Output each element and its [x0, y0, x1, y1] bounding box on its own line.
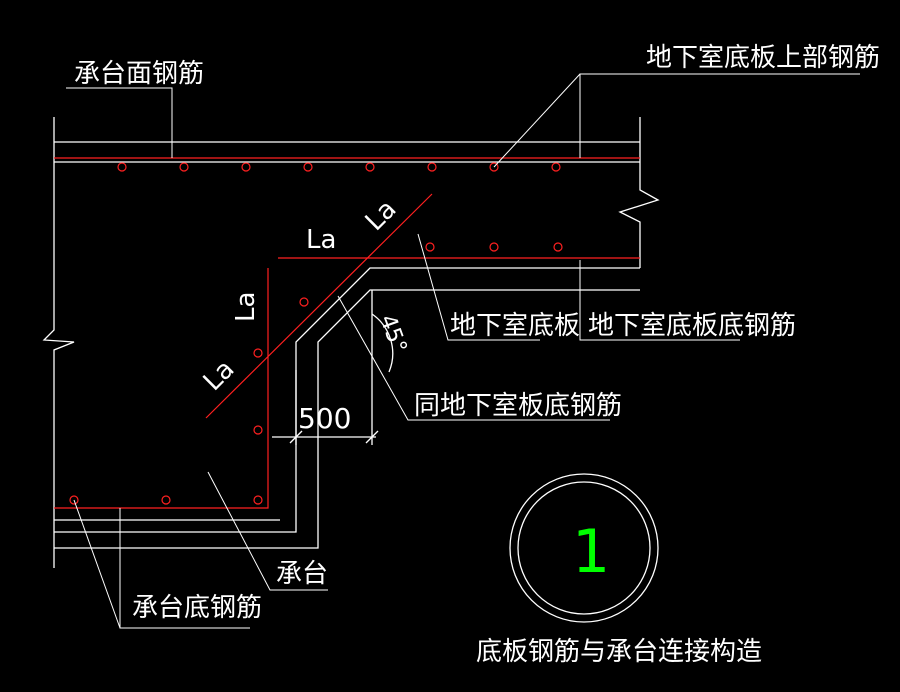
leader-cap-bottom-2 [73, 499, 121, 629]
leader-cap [207, 471, 328, 591]
detail-marker: 1 [509, 473, 659, 623]
cap-rebar-line [54, 268, 269, 509]
right-break-line [618, 117, 660, 268]
rebar-dots-cap [69, 348, 263, 505]
label-cap-bottom-rebar: 承台底钢筋 [132, 593, 262, 623]
label-slab-top-rebar: 地下室底板上部钢筋 [646, 43, 880, 73]
label-angle: 45° [374, 312, 411, 357]
diagonal-la-rebar [205, 193, 433, 419]
left-edge-line [42, 117, 75, 568]
leader-lines [66, 73, 860, 629]
leader-slab [417, 233, 540, 341]
label-pile-cap: 承台 [276, 559, 328, 589]
label-la-horizontal: La [306, 225, 336, 255]
detail-caption: 底板钢筋与承台连接构造 [476, 637, 762, 667]
label-cap-top-rebar: 承台面钢筋 [74, 59, 204, 89]
dimension-tick-left [289, 430, 303, 444]
dimension-tick-right [365, 430, 379, 444]
label-la-diagonal: La [360, 194, 403, 237]
detail-circle-outer [509, 473, 659, 623]
detail-number: 1 [572, 517, 610, 587]
rebar-dots-slab [299, 242, 563, 307]
rebar-dots-top [117, 162, 561, 172]
label-same-bottom-rebar: 同地下室板底钢筋 [414, 391, 622, 421]
leader-cap-top [66, 87, 173, 158]
label-la-vertical: La [231, 292, 261, 322]
leader-slab-top-diag [493, 73, 581, 168]
leader-slab-bottom [579, 260, 740, 341]
label-slab-bottom-rebar: 地下室底板底钢筋 [588, 311, 796, 341]
concrete-outline [42, 117, 660, 568]
slab-bottom-line-2 [54, 289, 640, 549]
slab-bottom-line-1 [54, 267, 640, 533]
text-labels: 承台面钢筋 地下室底板上部钢筋 地下室底板 地下室底板底钢筋 同地下室板底钢筋 … [74, 43, 880, 667]
detail-circle-inner [517, 481, 651, 615]
rebar-group [54, 157, 640, 509]
label-dimension-500: 500 [298, 402, 351, 435]
label-basement-slab: 地下室底板 [450, 311, 580, 341]
angle-arc [371, 313, 394, 373]
leader-same-bottom [337, 295, 610, 421]
leader-slab-top [579, 73, 860, 158]
